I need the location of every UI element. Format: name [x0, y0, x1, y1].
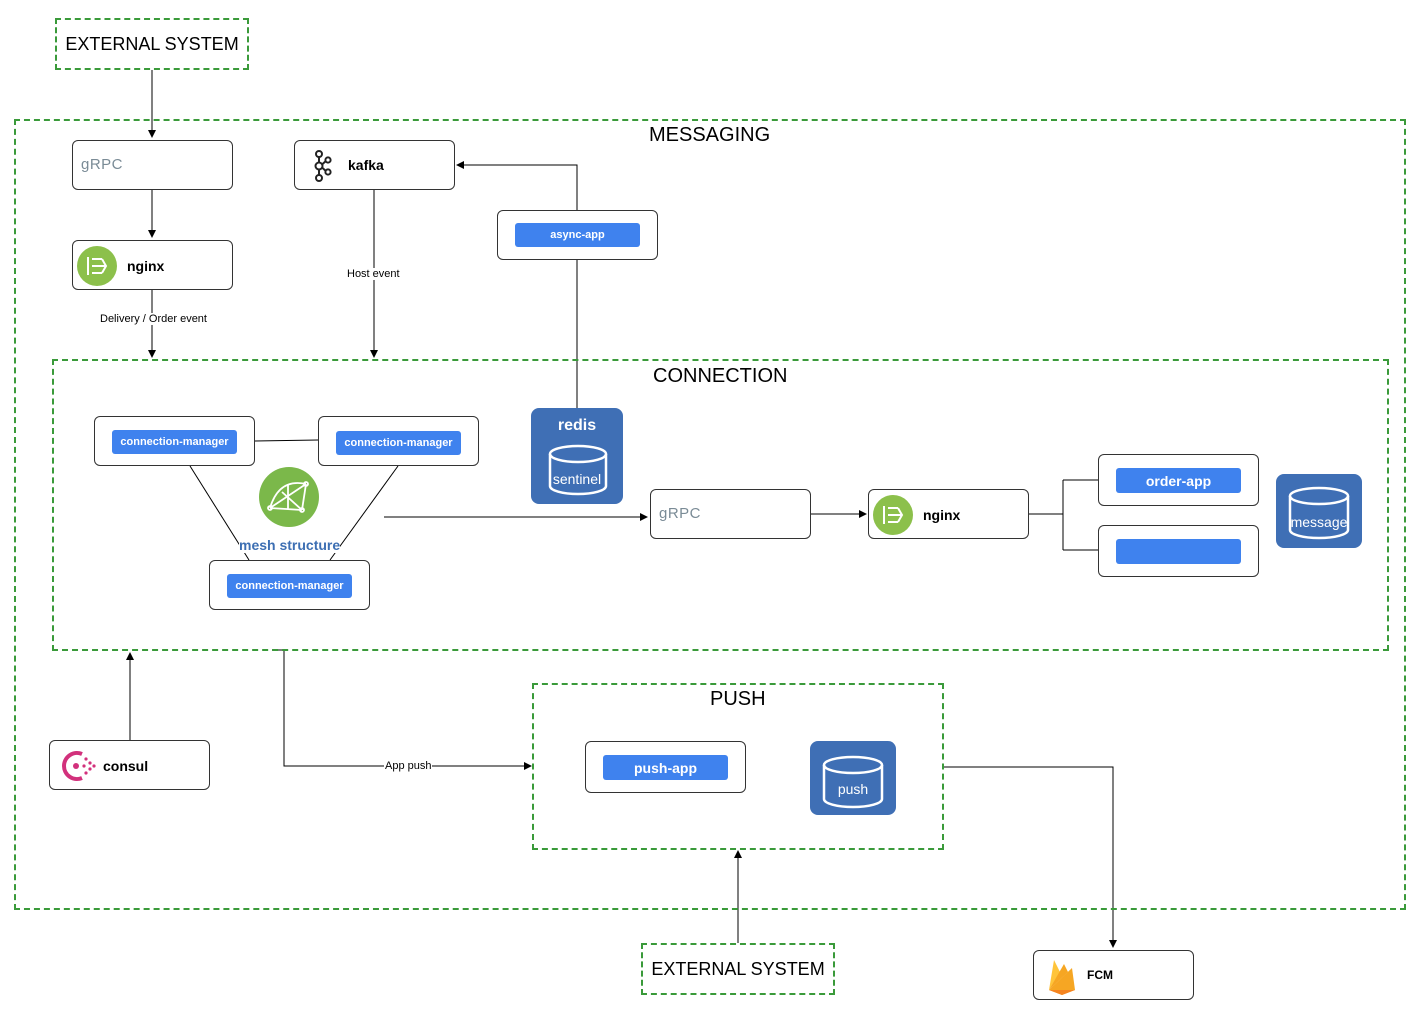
connection-group	[52, 359, 1389, 651]
order-app-node[interactable]: order-app	[1098, 454, 1259, 506]
edge-label-delivery: Delivery / Order event	[99, 313, 208, 325]
second-app-pill	[1116, 539, 1241, 564]
database-icon	[822, 755, 884, 809]
messaging-group	[14, 119, 1406, 910]
redis-db[interactable]: redis sentinel	[531, 408, 623, 504]
push-app-node[interactable]: push-app	[585, 741, 746, 793]
nginx-node-mid[interactable]: nginx	[868, 489, 1029, 539]
connection-manager-pill: connection-manager	[227, 574, 352, 598]
async-app-node[interactable]: async-app	[497, 210, 658, 260]
edge-cm-right-bottom	[329, 465, 399, 561]
nginx-label-mid: nginx	[923, 507, 961, 523]
edge-nginx-to-apps	[1029, 479, 1098, 551]
push-db[interactable]: push	[810, 741, 896, 815]
push-app-pill: push-app	[603, 755, 728, 780]
consul-icon	[62, 751, 96, 781]
message-db[interactable]: message	[1276, 474, 1362, 548]
push-title: PUSH	[710, 688, 766, 710]
connection-manager-right[interactable]: connection-manager	[318, 416, 479, 466]
grpc-logo: gRPC	[659, 505, 702, 522]
consul-node[interactable]: consul	[49, 740, 210, 790]
redis-title: redis	[557, 417, 597, 434]
connection-manager-left[interactable]: connection-manager	[94, 416, 255, 466]
connection-manager-pill: connection-manager	[112, 430, 237, 454]
consul-label: consul	[103, 758, 149, 774]
kafka-label: kafka	[348, 157, 384, 173]
mesh-label: mesh structure	[239, 537, 341, 553]
kafka-icon	[314, 150, 332, 182]
grpc-logo: gRPC	[81, 156, 124, 173]
redis-caption: sentinel	[552, 471, 602, 487]
edge-label-app-push: App push	[384, 760, 433, 772]
database-icon	[1288, 486, 1350, 540]
nginx-label-top: nginx	[127, 258, 165, 274]
async-app-pill: async-app	[515, 223, 640, 247]
fcm-label: FCM	[1087, 968, 1113, 982]
grpc-node-top[interactable]: gRPC	[72, 140, 233, 190]
second-app-node[interactable]	[1098, 525, 1259, 577]
message-db-caption: message	[1290, 514, 1348, 530]
nginx-icon	[77, 246, 117, 286]
order-app-pill: order-app	[1116, 468, 1241, 493]
external-system-top[interactable]: EXTERNAL SYSTEM	[55, 18, 249, 70]
edge-async-to-kafka	[456, 161, 578, 210]
push-db-caption: push	[837, 781, 869, 797]
edge-cm-left-right	[254, 439, 319, 442]
firebase-icon	[1049, 960, 1075, 995]
nginx-node-top[interactable]: nginx	[72, 240, 233, 290]
mesh-icon	[259, 467, 319, 527]
nginx-icon	[873, 495, 913, 535]
connection-title: CONNECTION	[653, 365, 788, 387]
edge-push-to-fcm	[944, 766, 1117, 948]
fcm-node[interactable]: FCM	[1033, 950, 1194, 1000]
connection-manager-pill: connection-manager	[336, 431, 461, 455]
grpc-node-mid[interactable]: gRPC	[650, 489, 811, 539]
connection-manager-bottom[interactable]: connection-manager	[209, 560, 370, 610]
kafka-node[interactable]: kafka	[294, 140, 455, 190]
edge-label-host-event: Host event	[346, 268, 401, 280]
database-icon	[548, 444, 608, 496]
external-system-bottom[interactable]: EXTERNAL SYSTEM	[641, 943, 835, 995]
messaging-title: MESSAGING	[649, 124, 771, 146]
